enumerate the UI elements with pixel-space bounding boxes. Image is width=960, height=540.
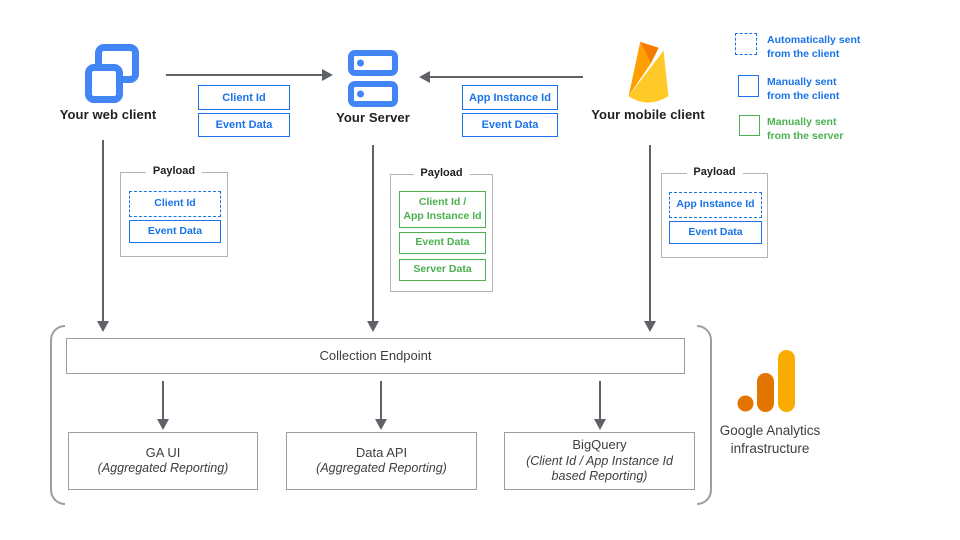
server-label: Your Server [336, 110, 410, 125]
bigquery-name: BigQuery [572, 437, 627, 453]
payload-mobile-app-instance-id: App Instance Id [669, 192, 762, 218]
mobile-client-label: Your mobile client [591, 107, 705, 122]
payload-mobile-title: Payload [686, 166, 743, 178]
legend-label-manual-client: Manually sent from the client [767, 76, 840, 102]
legend-swatch-auto-client [735, 33, 757, 55]
payload-server-ids: Client Id / App Instance Id [399, 191, 486, 228]
server-icon-dot [357, 59, 364, 67]
arrow-endpoint-to-ga-ui [162, 381, 164, 420]
server-icon [348, 50, 398, 107]
payload-web-client-id: Client Id [129, 191, 221, 217]
infra-bracket-left [50, 325, 65, 505]
data-api-detail: (Aggregated Reporting) [316, 461, 447, 476]
arrow-mobile-to-endpoint [649, 145, 651, 322]
payload-web-event-data: Event Data [129, 220, 221, 243]
transfer-label-app-instance-id: App Instance Id [462, 85, 558, 110]
collection-endpoint-label: Collection Endpoint [319, 347, 432, 363]
data-api-box: Data API (Aggregated Reporting) [286, 432, 477, 490]
payload-server-event-data: Event Data [399, 232, 486, 254]
google-analytics-infrastructure-label: Google Analytics infrastructure [719, 423, 821, 457]
payload-mobile-event-data: Event Data [669, 221, 762, 244]
payload-web-title: Payload [145, 165, 203, 177]
arrow-mobile-to-server [421, 76, 583, 78]
google-analytics-logo-icon [737, 350, 795, 412]
server-icon-dot [357, 90, 364, 98]
payload-server: Payload Client Id / App Instance Id Even… [390, 167, 493, 292]
bigquery-detail: (Client Id / App Instance Id based Repor… [526, 453, 673, 484]
arrow-web-to-endpoint [102, 140, 104, 322]
legend-label-auto-client: Automatically sent from the client [767, 34, 861, 60]
ga-ui-detail: (Aggregated Reporting) [97, 461, 229, 476]
transfer-label-event-data: Event Data [198, 113, 290, 137]
infra-bracket-right [697, 325, 712, 505]
transfer-label-event-data: Event Data [462, 113, 558, 137]
ga-ui-name: GA UI [145, 445, 181, 461]
collection-endpoint-box: Collection Endpoint [66, 338, 685, 374]
legend-swatch-manual-server [739, 115, 760, 136]
web-client-label: Your web client [59, 107, 157, 122]
arrow-server-to-endpoint [372, 145, 374, 322]
data-api-name: Data API [355, 445, 408, 461]
payload-server-server-data: Server Data [399, 259, 486, 281]
firebase-icon [628, 41, 669, 103]
payload-mobile: Payload App Instance Id Event Data [661, 166, 768, 258]
transfer-label-client-id: Client Id [198, 85, 290, 110]
server-icon-rack-top [348, 50, 398, 76]
legend-swatch-manual-client [738, 75, 759, 97]
payload-server-title: Payload [413, 167, 470, 179]
arrow-web-to-server [166, 74, 331, 76]
web-client-icon-front-window [85, 64, 123, 103]
arrow-endpoint-to-bigquery [599, 381, 601, 420]
payload-web: Payload Client Id Event Data [120, 165, 228, 257]
legend-label-manual-server: Manually sent from the server [767, 116, 844, 142]
arrow-endpoint-to-data-api [380, 381, 382, 420]
web-client-icon [85, 42, 151, 104]
ga-ui-box: GA UI (Aggregated Reporting) [68, 432, 258, 490]
server-icon-rack-bottom [348, 81, 398, 107]
bigquery-box: BigQuery (Client Id / App Instance Id ba… [504, 432, 695, 490]
